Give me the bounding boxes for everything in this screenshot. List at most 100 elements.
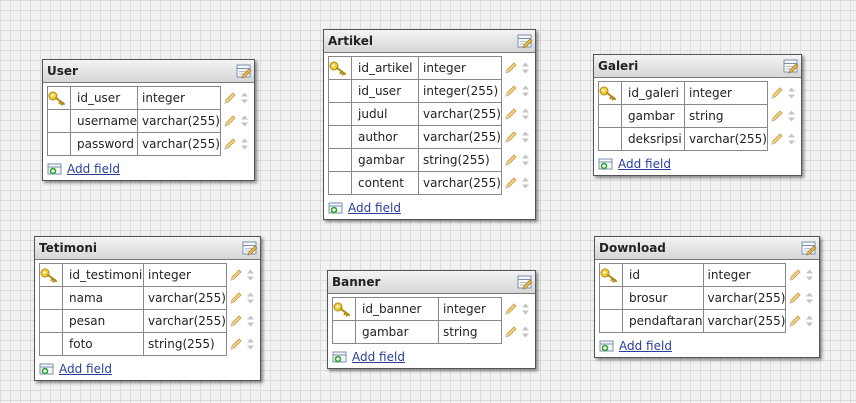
field-name[interactable]: id_user xyxy=(351,79,419,103)
field-type[interactable]: varchar(255) xyxy=(702,286,787,310)
entity-title[interactable]: Artikel xyxy=(324,30,535,53)
entity-title[interactable]: Tetimoni xyxy=(35,237,260,260)
edit-table-icon[interactable] xyxy=(517,274,533,290)
pencil-icon[interactable] xyxy=(770,132,784,146)
spinner-arrows-icon[interactable] xyxy=(246,268,255,282)
pencil-icon[interactable] xyxy=(504,302,518,316)
field-type[interactable]: varchar(255) xyxy=(143,309,227,333)
field-type[interactable]: string(255) xyxy=(418,148,502,172)
add-field-link[interactable]: Add field xyxy=(59,362,112,376)
field-type[interactable]: string xyxy=(684,104,768,128)
pencil-icon[interactable] xyxy=(229,291,243,305)
edit-table-icon[interactable] xyxy=(242,240,258,256)
field-name[interactable]: nama xyxy=(62,286,144,310)
spinner-arrows-icon[interactable] xyxy=(787,109,796,123)
add-field-link[interactable]: Add field xyxy=(619,339,672,353)
field-name[interactable]: gambar xyxy=(355,320,439,344)
spinner-arrows-icon[interactable] xyxy=(521,302,530,316)
add-field-icon[interactable] xyxy=(39,362,55,376)
field-name[interactable]: id_artikel xyxy=(351,56,419,80)
pencil-icon[interactable] xyxy=(229,314,243,328)
pencil-icon[interactable] xyxy=(788,291,802,305)
field-name[interactable]: id_banner xyxy=(355,297,439,321)
spinner-arrows-icon[interactable] xyxy=(521,153,530,167)
entity-title[interactable]: User xyxy=(43,60,254,83)
field-type[interactable]: integer(255) xyxy=(418,79,502,103)
spinner-arrows-icon[interactable] xyxy=(787,132,796,146)
field-name[interactable]: pesan xyxy=(62,309,144,333)
spinner-arrows-icon[interactable] xyxy=(805,268,814,282)
entity-title[interactable]: Banner xyxy=(328,271,535,294)
field-name[interactable]: foto xyxy=(62,332,144,356)
field-type[interactable]: varchar(255) xyxy=(137,132,221,156)
add-field-row[interactable]: Add field xyxy=(594,153,801,175)
add-field-row[interactable]: Add field xyxy=(35,358,260,380)
field-type[interactable]: string xyxy=(438,320,502,344)
field-name[interactable]: pendaftaran xyxy=(622,309,704,333)
add-field-row[interactable]: Add field xyxy=(43,158,254,180)
edit-table-icon[interactable] xyxy=(783,58,799,74)
field-name[interactable]: id xyxy=(622,263,704,287)
add-field-link[interactable]: Add field xyxy=(67,162,120,176)
pencil-icon[interactable] xyxy=(504,176,518,190)
pencil-icon[interactable] xyxy=(504,130,518,144)
spinner-arrows-icon[interactable] xyxy=(246,314,255,328)
field-name[interactable]: id_testimoni xyxy=(62,263,144,287)
spinner-arrows-icon[interactable] xyxy=(521,325,530,339)
spinner-arrows-icon[interactable] xyxy=(805,291,814,305)
add-field-row[interactable]: Add field xyxy=(328,346,535,368)
entity-title[interactable]: Galeri xyxy=(594,55,801,78)
field-name[interactable]: id_galeri xyxy=(621,81,685,105)
pencil-icon[interactable] xyxy=(504,84,518,98)
pencil-icon[interactable] xyxy=(770,86,784,100)
field-type[interactable]: varchar(255) xyxy=(418,102,502,126)
pencil-icon[interactable] xyxy=(229,268,243,282)
field-name[interactable]: gambar xyxy=(621,104,685,128)
spinner-arrows-icon[interactable] xyxy=(246,291,255,305)
pencil-icon[interactable] xyxy=(223,91,237,105)
field-type[interactable]: integer xyxy=(143,263,227,287)
entity-title[interactable]: Download xyxy=(595,237,820,260)
field-type[interactable]: integer xyxy=(418,56,502,80)
field-name[interactable]: deksripsi xyxy=(621,127,685,151)
spinner-arrows-icon[interactable] xyxy=(240,91,249,105)
add-field-link[interactable]: Add field xyxy=(348,201,401,215)
add-field-icon[interactable] xyxy=(332,350,348,364)
field-type[interactable]: varchar(255) xyxy=(418,171,502,195)
edit-table-icon[interactable] xyxy=(236,63,252,79)
pencil-icon[interactable] xyxy=(229,337,243,351)
pencil-icon[interactable] xyxy=(788,314,802,328)
field-name[interactable]: brosur xyxy=(622,286,704,310)
spinner-arrows-icon[interactable] xyxy=(521,176,530,190)
field-type[interactable]: integer xyxy=(702,263,787,287)
field-name[interactable]: content xyxy=(351,171,419,195)
edit-table-icon[interactable] xyxy=(517,33,533,49)
add-field-row[interactable]: Add field xyxy=(595,335,819,357)
field-name[interactable]: author xyxy=(351,125,419,149)
add-field-icon[interactable] xyxy=(328,201,344,215)
field-type[interactable]: varchar(255) xyxy=(137,109,221,133)
field-type[interactable]: integer xyxy=(438,297,502,321)
pencil-icon[interactable] xyxy=(788,268,802,282)
pencil-icon[interactable] xyxy=(504,325,518,339)
spinner-arrows-icon[interactable] xyxy=(521,84,530,98)
edit-table-icon[interactable] xyxy=(801,240,817,256)
